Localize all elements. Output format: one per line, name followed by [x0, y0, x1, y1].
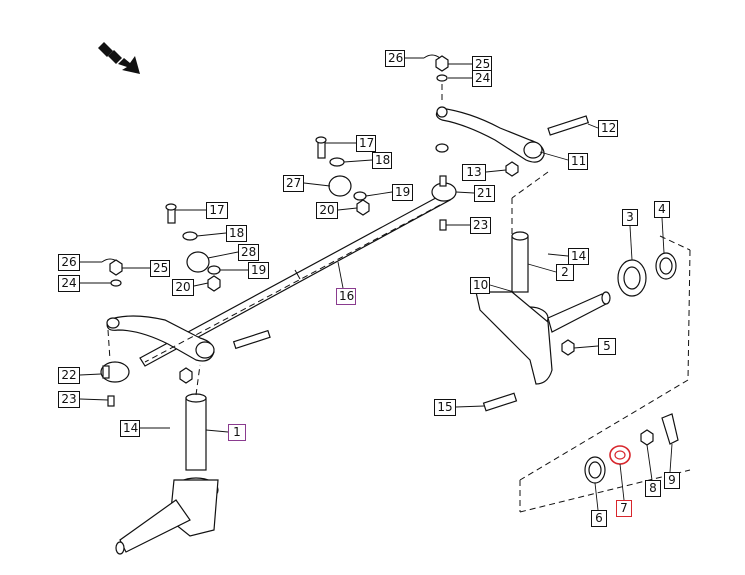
callout-2: 2	[556, 264, 574, 281]
washer-7	[609, 445, 631, 465]
callout-5: 5	[598, 338, 616, 355]
steering-knuckle-right	[475, 231, 611, 385]
callout-19-upper: 19	[392, 184, 413, 201]
bearing-3	[617, 259, 647, 297]
callout-4: 4	[654, 201, 670, 218]
callout-14-left: 14	[120, 420, 140, 437]
callout-23-left: 23	[58, 391, 80, 408]
callout-25-left: 25	[150, 260, 170, 277]
tie-rod-end-21	[431, 175, 457, 202]
front-direction-arrow-icon	[98, 42, 140, 74]
callout-18-upper: 18	[372, 152, 392, 169]
nut-5	[561, 339, 575, 356]
callout-18-lower: 18	[226, 225, 247, 242]
callout-28: 28	[238, 244, 259, 261]
assembly-dashes	[107, 84, 691, 513]
nut-8	[640, 429, 654, 446]
callout-6: 6	[591, 510, 607, 527]
callout-1: 1	[228, 424, 246, 441]
callout-22: 22	[58, 367, 80, 384]
callout-17-upper: 17	[356, 135, 376, 152]
callout-19-lower: 19	[248, 262, 269, 279]
callout-3: 3	[622, 209, 638, 226]
callout-27: 27	[283, 175, 304, 192]
callout-8: 8	[645, 480, 661, 497]
seal-6	[584, 456, 606, 484]
bolt-15	[482, 392, 518, 412]
callout-14-right: 14	[568, 248, 589, 265]
callout-23-right: 23	[470, 217, 491, 234]
callout-20-lower: 20	[172, 279, 194, 296]
callout-24-top: 24	[472, 70, 492, 87]
callout-21: 21	[474, 185, 495, 202]
callout-13: 13	[462, 164, 486, 181]
steering-arm-right	[435, 106, 545, 163]
callout-20-upper: 20	[316, 202, 338, 219]
seal-4	[655, 252, 677, 280]
callout-26-left: 26	[58, 254, 80, 271]
callout-10: 10	[470, 277, 490, 294]
callout-26-top: 26	[385, 50, 405, 67]
callout-9: 9	[664, 472, 680, 489]
tie-rod-end-22	[100, 361, 130, 383]
cotter-pin-9	[661, 413, 679, 445]
callout-11: 11	[568, 153, 588, 170]
callout-24-left: 24	[58, 275, 80, 292]
small-hardware	[101, 54, 590, 407]
callout-16: 16	[336, 288, 356, 305]
callout-12: 12	[598, 120, 618, 137]
callout-15: 15	[434, 399, 456, 416]
steering-arm-left	[106, 315, 215, 362]
callout-7: 7	[616, 500, 632, 517]
steering-knuckle-left	[115, 393, 219, 555]
callout-17-lower: 17	[206, 202, 228, 219]
